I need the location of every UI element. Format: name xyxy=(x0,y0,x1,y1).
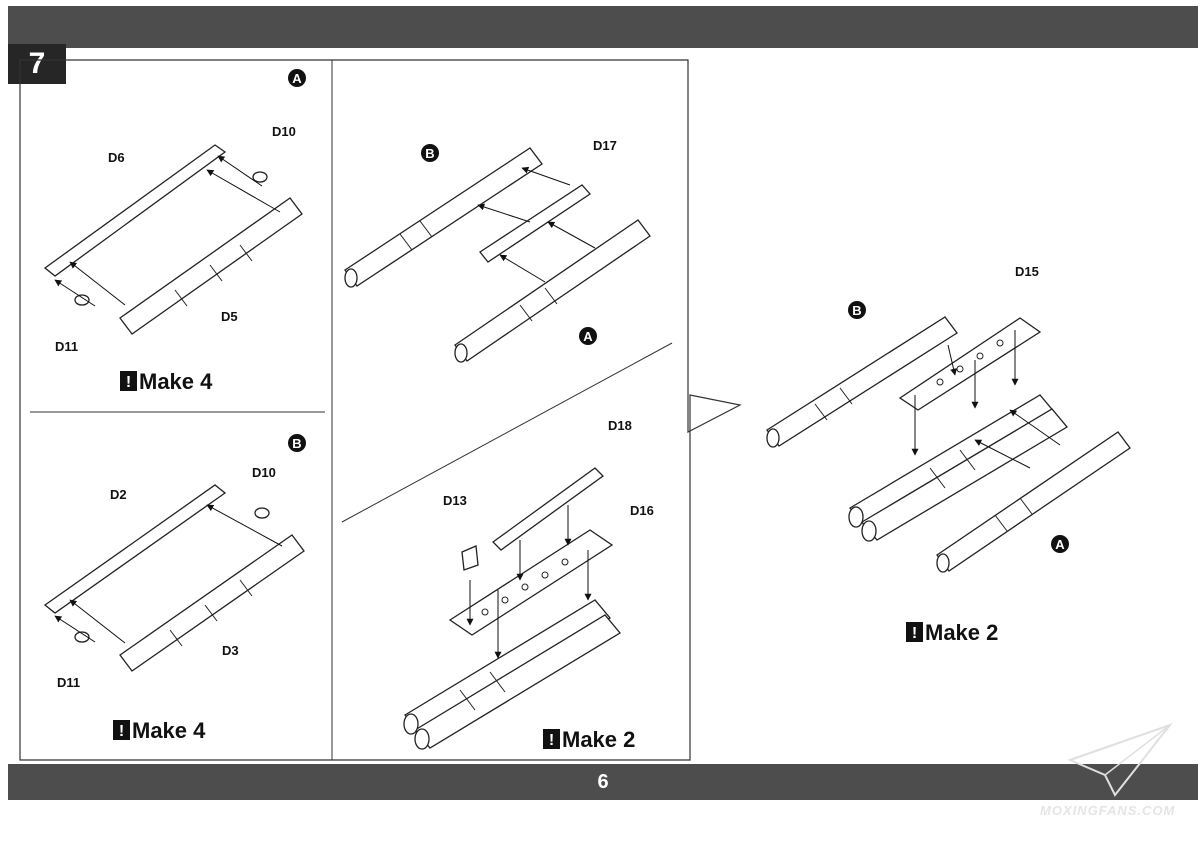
alert-symbol-final: ! xyxy=(912,625,917,642)
part-twin-tube-upper xyxy=(404,599,611,734)
label-d5: D5 xyxy=(221,309,238,324)
page-number: 6 xyxy=(597,770,609,793)
part-d11-disc xyxy=(74,294,90,306)
step-number-badge: 7 xyxy=(8,44,66,84)
part-d13 xyxy=(461,545,479,571)
part-tube-a xyxy=(454,219,651,362)
marker-b-c xyxy=(421,144,439,162)
label-d6: D6 xyxy=(108,150,125,165)
label-d18: D18 xyxy=(608,418,632,433)
footer-bar: 6 xyxy=(8,764,1198,800)
panel-b: B D10 D2 D3 D11 ! Make 4 xyxy=(43,434,306,743)
part-d6-rail xyxy=(43,144,227,277)
marker-a xyxy=(288,69,306,87)
panel-c-top: B D17 A xyxy=(344,138,651,363)
marker-a-c-letter: A xyxy=(583,329,593,344)
marker-a-final-letter: A xyxy=(1055,537,1065,552)
label-d10-b: D10 xyxy=(252,465,276,480)
part-tube-b xyxy=(344,147,543,287)
part-d2-rail xyxy=(43,484,227,614)
marker-b-letter: B xyxy=(292,436,301,451)
part-d17-rail xyxy=(479,184,591,263)
alert-icon-c xyxy=(543,729,560,749)
alert-symbol: ! xyxy=(126,374,131,391)
panel-divider-diagonal xyxy=(341,342,673,523)
alert-symbol-b: ! xyxy=(119,723,124,740)
label-d15: D15 xyxy=(1015,264,1039,279)
left-panels-frame xyxy=(19,59,742,761)
marker-b xyxy=(288,434,306,452)
part-d11-disc-b xyxy=(74,631,90,643)
label-d3: D3 xyxy=(222,643,239,658)
make-quantity-b: Make 4 xyxy=(132,718,206,743)
alert-icon xyxy=(120,371,137,391)
part-d10-disc-b xyxy=(254,507,270,519)
label-d2: D2 xyxy=(110,487,127,502)
alert-icon-final xyxy=(906,622,923,642)
marker-a-c xyxy=(579,327,597,345)
marker-b-final-letter: B xyxy=(852,303,861,318)
label-d11: D11 xyxy=(55,339,78,354)
make-quantity-final: Make 2 xyxy=(925,620,998,645)
marker-b-final xyxy=(848,301,866,319)
final-assembly: B D15 A ! xyxy=(766,264,1131,645)
alert-icon-b xyxy=(113,720,130,740)
label-d11-b: D11 xyxy=(57,675,80,690)
part-d10-disc xyxy=(252,171,268,183)
label-d17: D17 xyxy=(593,138,617,153)
part-d16-plate xyxy=(448,529,614,636)
part-d18-rail xyxy=(492,467,604,551)
final-plate-holes xyxy=(936,339,1004,386)
plate-holes xyxy=(481,558,569,616)
marker-a-final xyxy=(1051,535,1069,553)
header-bar xyxy=(8,6,1198,48)
part-d15-plate xyxy=(898,317,1042,411)
panel-c-bottom: D18 D13 D16 ! Make 2 xyxy=(403,418,654,752)
label-d10: D10 xyxy=(272,124,296,139)
part-d3-tube xyxy=(119,534,305,672)
watermark-text: MOXINGFANS.COM xyxy=(1040,803,1176,818)
marker-a-letter: A xyxy=(292,71,302,86)
paper-plane-icon xyxy=(1067,722,1173,797)
label-d16: D16 xyxy=(630,503,654,518)
make-quantity-c: Make 2 xyxy=(562,727,635,752)
alert-symbol-c: ! xyxy=(549,732,554,749)
marker-b-c-letter: B xyxy=(425,146,434,161)
label-d13: D13 xyxy=(443,493,467,508)
watermark-logo: MOXINGFANS.COM xyxy=(1040,722,1176,818)
panel-a: A D10 D6 D5 D11 ! Make 4 xyxy=(43,69,306,394)
make-quantity-a: Make 4 xyxy=(139,369,213,394)
